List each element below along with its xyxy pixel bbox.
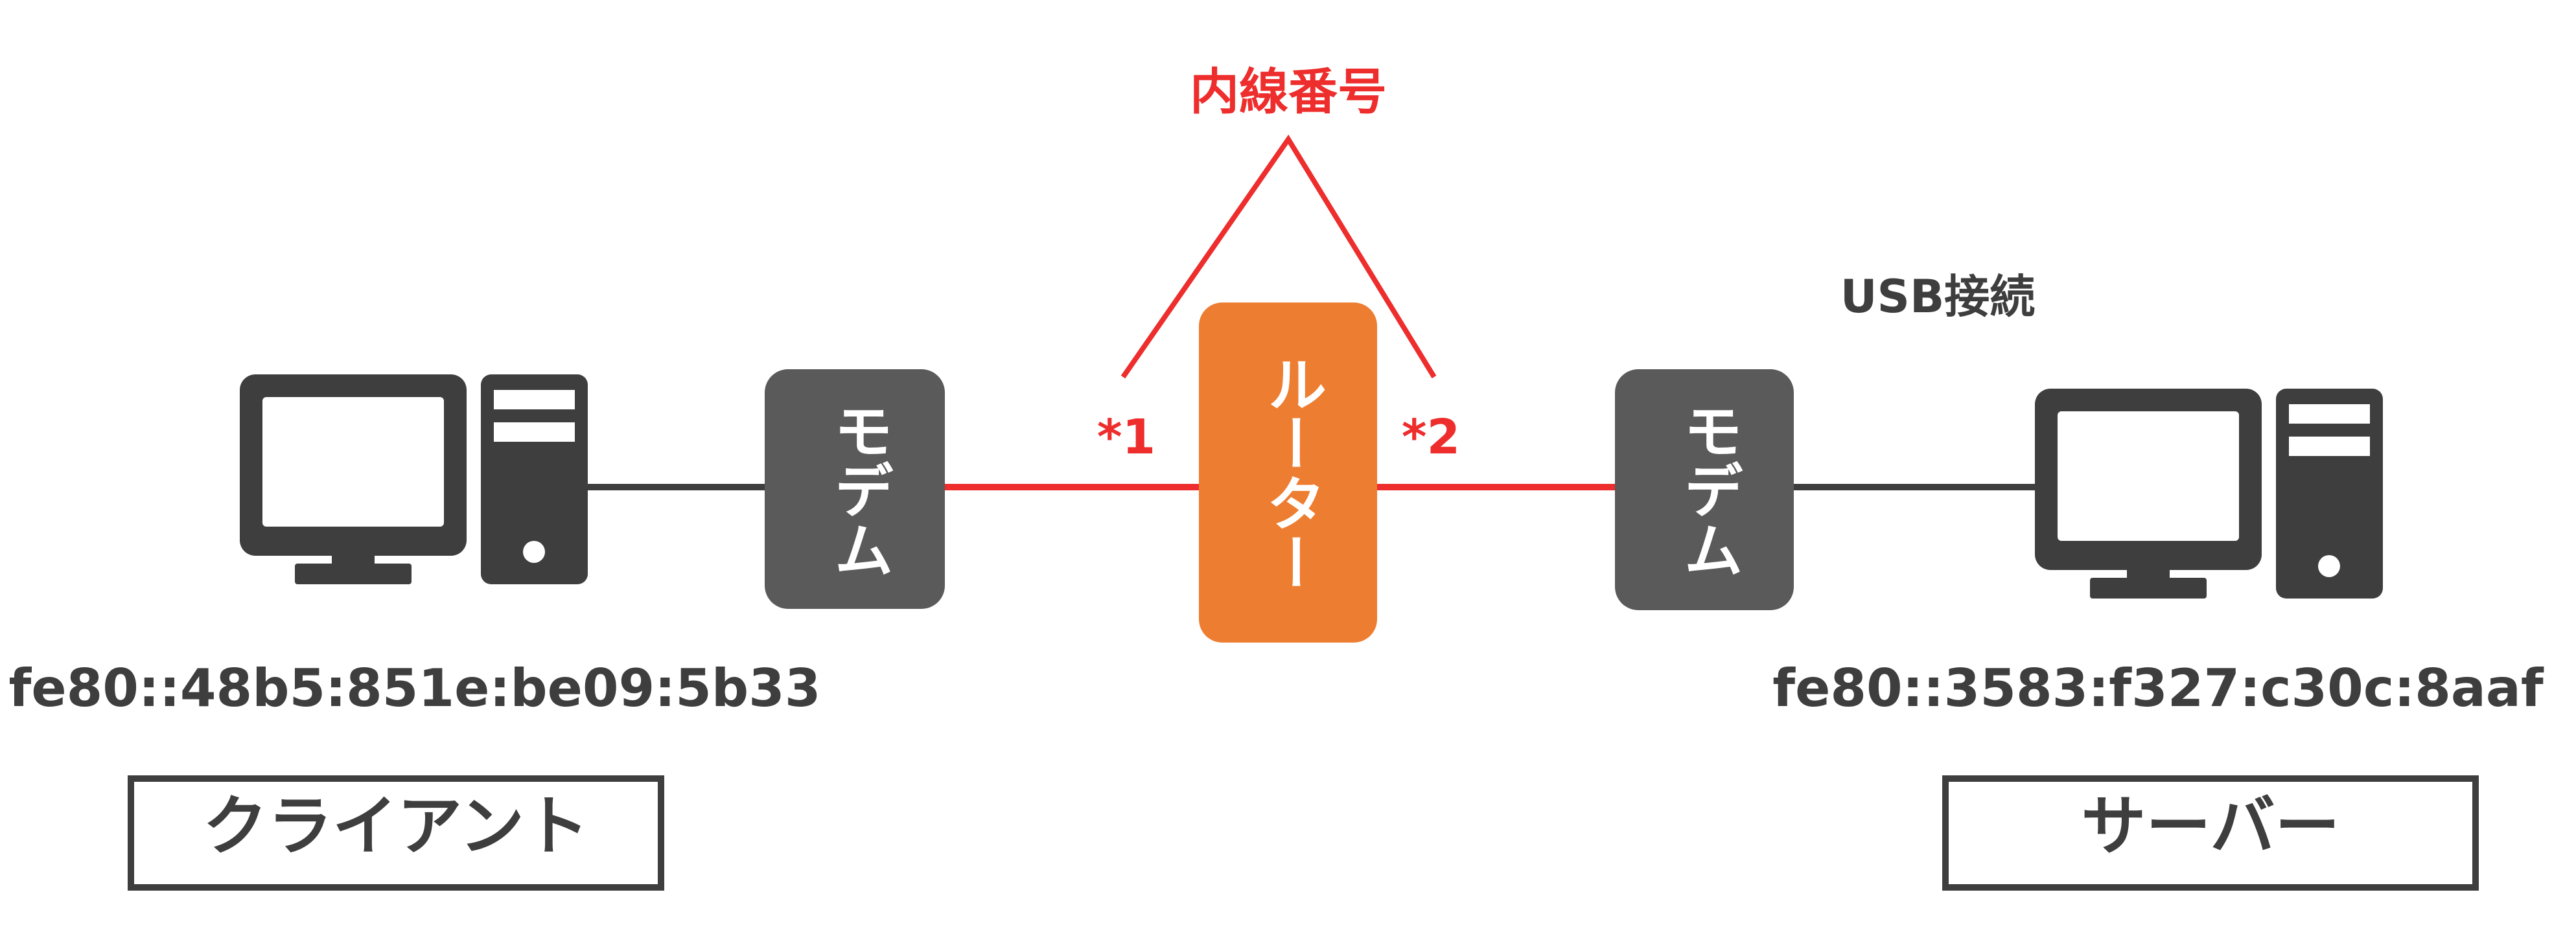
extension-annotation-lines xyxy=(1120,134,1437,379)
modem-right-label: モデム xyxy=(1674,400,1743,579)
router: ルーター xyxy=(1199,302,1377,643)
modem-left-label: モデム xyxy=(824,400,894,579)
usb-connection-label: USB接続 xyxy=(1840,270,2036,323)
marker-2-label: *2 xyxy=(1402,409,1460,465)
modem-right: モデム xyxy=(1615,369,1794,610)
marker-1-label: *1 xyxy=(1097,409,1155,465)
router-label: ルーター xyxy=(1257,354,1327,592)
server-role-label: サーバー xyxy=(2082,788,2340,864)
modem-left: モデム xyxy=(765,369,945,609)
client-role-box: クライアント xyxy=(128,775,664,891)
server-computer-icon xyxy=(2035,389,2383,599)
server-address: fe80::3583:f327:c30c:8aaf xyxy=(1772,658,2544,718)
client-role-label: クライアント xyxy=(203,788,589,864)
server-role-box: サーバー xyxy=(1942,775,2479,891)
client-computer-icon xyxy=(240,374,588,584)
client-address: fe80::48b5:851e:be09:5b33 xyxy=(9,658,821,718)
extension-number-label: 内線番号 xyxy=(1190,63,1387,120)
